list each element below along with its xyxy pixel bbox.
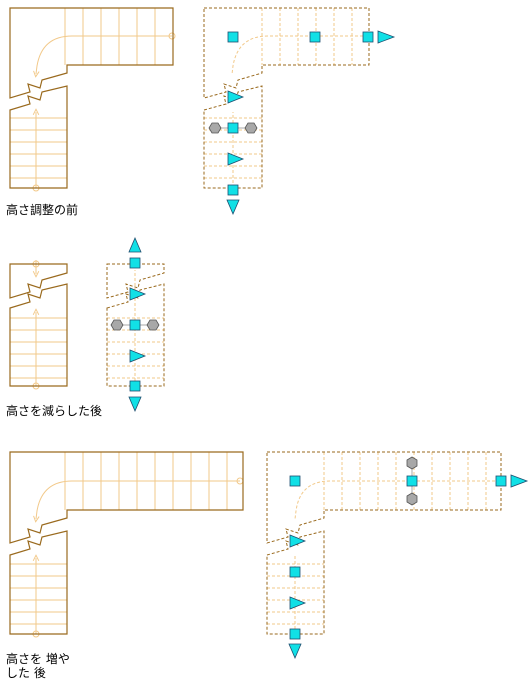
stair-decreased-selected[interactable] bbox=[106, 236, 165, 413]
stair-decreased-plain bbox=[9, 260, 68, 390]
square-grip-icon[interactable] bbox=[289, 566, 301, 578]
triangle-grip-icon[interactable] bbox=[227, 90, 245, 104]
triangle-grip-icon[interactable] bbox=[289, 596, 307, 610]
hexagon-grip-icon[interactable] bbox=[406, 456, 418, 470]
caption-increased-line1: 高さを 増や bbox=[6, 652, 70, 666]
triangle-grip-icon[interactable] bbox=[128, 396, 142, 413]
triangle-grip-icon[interactable] bbox=[510, 474, 529, 488]
triangle-grip-icon[interactable] bbox=[128, 236, 142, 253]
stair-before-selected[interactable] bbox=[203, 7, 396, 216]
triangle-grip-icon[interactable] bbox=[377, 30, 396, 44]
square-grip-icon[interactable] bbox=[362, 31, 374, 43]
square-grip-icon[interactable] bbox=[227, 184, 239, 196]
square-grip-icon[interactable] bbox=[227, 31, 239, 43]
triangle-grip-icon[interactable] bbox=[226, 199, 240, 216]
hexagon-grip-icon[interactable] bbox=[406, 492, 418, 506]
square-grip-icon[interactable] bbox=[227, 122, 239, 134]
square-grip-icon[interactable] bbox=[129, 380, 141, 392]
square-grip-icon[interactable] bbox=[289, 628, 301, 640]
stair-before-plain bbox=[9, 7, 176, 192]
triangle-grip-icon[interactable] bbox=[288, 643, 302, 660]
square-grip-icon[interactable] bbox=[129, 319, 141, 331]
triangle-grip-icon[interactable] bbox=[129, 287, 147, 301]
hexagon-grip-icon[interactable] bbox=[244, 122, 258, 134]
caption-decreased: 高さを減らした後 bbox=[6, 404, 103, 418]
square-grip-icon[interactable] bbox=[309, 31, 321, 43]
hexagon-grip-icon[interactable] bbox=[146, 319, 160, 331]
square-grip-icon[interactable] bbox=[289, 475, 301, 487]
hexagon-grip-icon[interactable] bbox=[208, 122, 222, 134]
caption-before: 高さ調整の前 bbox=[6, 203, 79, 217]
square-grip-icon[interactable] bbox=[406, 475, 418, 487]
square-grip-icon[interactable] bbox=[495, 475, 507, 487]
caption-increased-line2: した 後 bbox=[6, 666, 46, 680]
square-grip-icon[interactable] bbox=[129, 257, 141, 269]
stair-increased-selected[interactable] bbox=[266, 451, 529, 660]
triangle-grip-icon[interactable] bbox=[129, 349, 147, 363]
hexagon-grip-icon[interactable] bbox=[110, 319, 124, 331]
triangle-grip-icon[interactable] bbox=[227, 152, 245, 166]
triangle-grip-icon[interactable] bbox=[289, 534, 307, 548]
stair-increased-plain bbox=[9, 451, 244, 638]
